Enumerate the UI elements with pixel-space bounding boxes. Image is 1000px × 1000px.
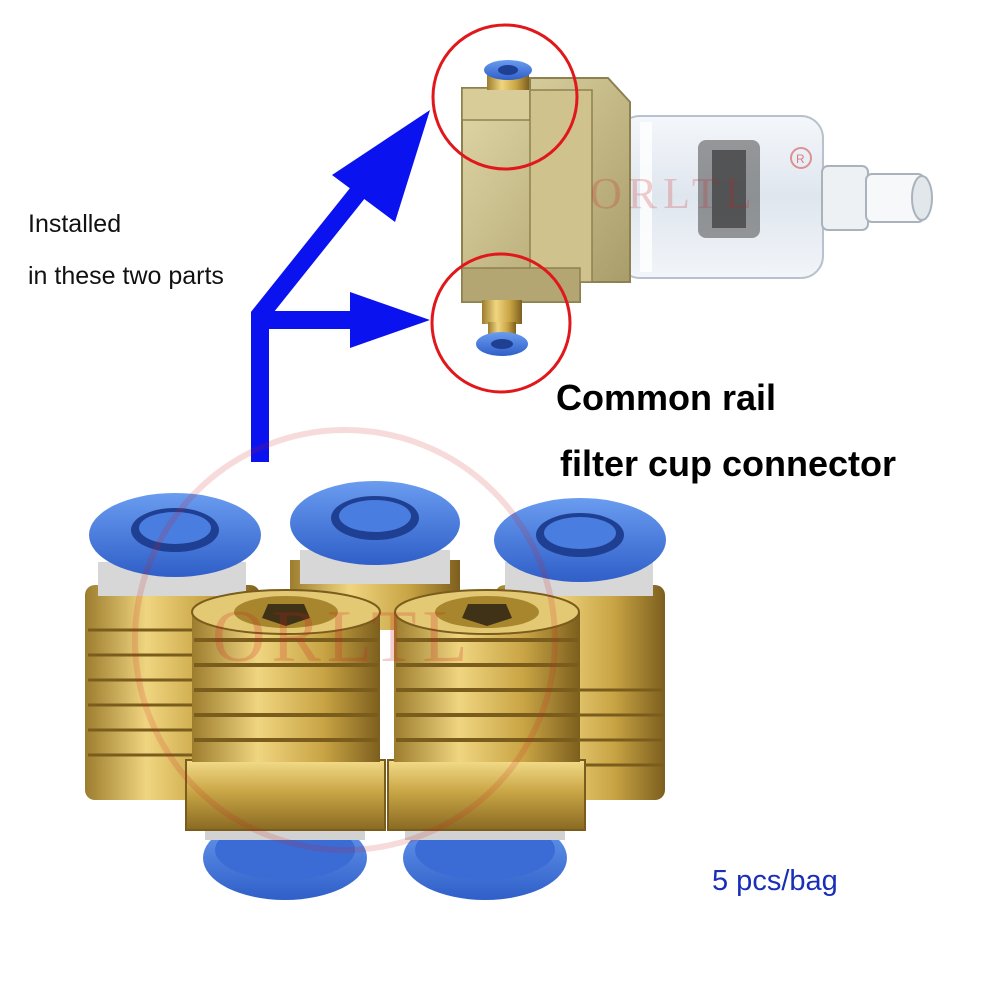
outlet-end [911,175,933,221]
bottom-fitting-nut [482,300,522,324]
quantity-label: 5 pcs/bag [712,865,838,897]
watermark-ring [132,427,558,853]
watermark-bottom: ORLTL [212,596,474,678]
pointer-arrows [251,110,430,462]
annotation-line-2: in these two parts [28,262,224,290]
arrow-head-lower [350,292,430,348]
filter-assembly: R [461,60,933,356]
product-title-line-1: Common rail [556,377,777,418]
filter-body-base [461,267,581,303]
filter-body-top [461,87,531,121]
bottom-fitting-hole [491,339,513,349]
registered-mark-letter: R [796,152,805,166]
fitting-front-right [387,589,586,900]
glass-highlight [640,122,652,272]
fitting-front-left [185,589,386,900]
highlight-circle-bottom [430,252,572,394]
top-fitting-hole [498,65,518,75]
highlight-circle-top [431,23,579,171]
filter-core [712,150,746,228]
connector-group [85,481,666,900]
watermark-top: ORLTL [590,169,758,218]
product-title-line-2: filter cup connector [560,443,897,484]
annotation-line-1: Installed [28,210,122,238]
registered-mark-icon [790,147,812,169]
outlet-nut [821,165,869,231]
arrow-head-upper [332,110,430,222]
filter-body-face [529,89,593,283]
